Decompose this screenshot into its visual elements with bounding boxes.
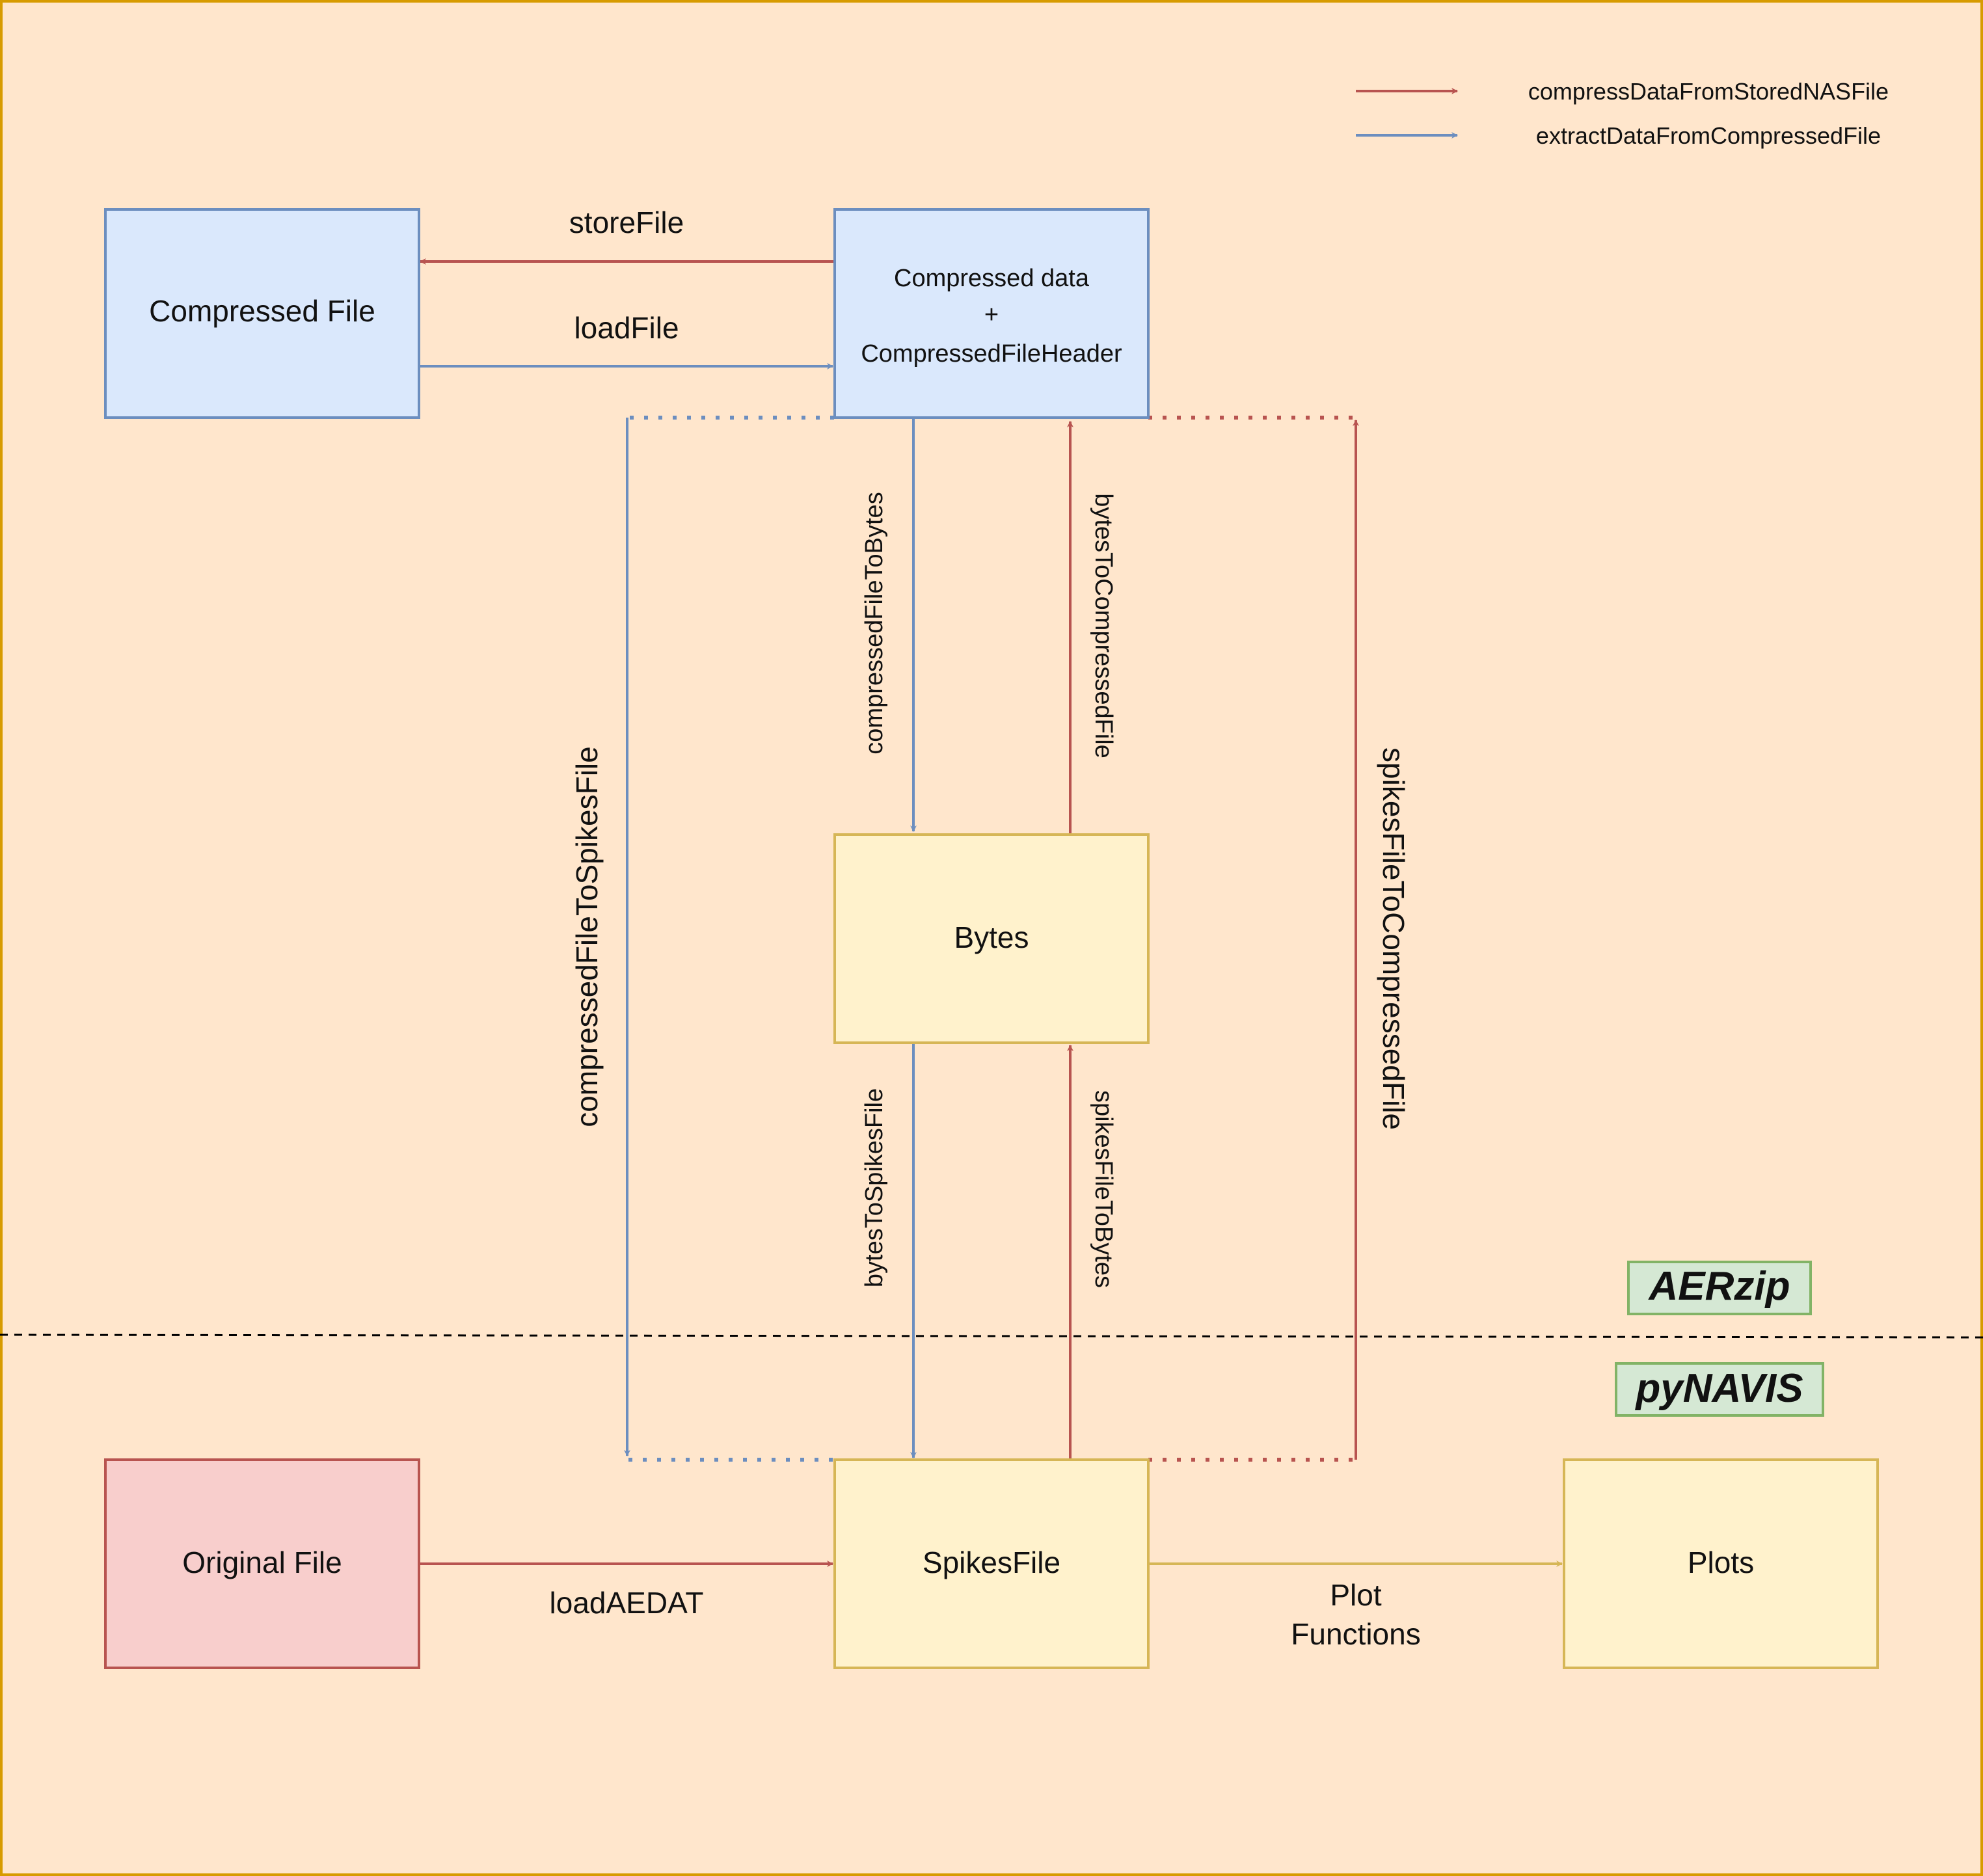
edge-label-plot-functions-2: Functions <box>1291 1617 1420 1651</box>
edge-label-compressed-file-to-bytes: compressedFileToBytes <box>861 492 888 754</box>
node-spikes-file: SpikesFile <box>833 1458 1150 1669</box>
layer-tag-pynavis-label: pyNAVIS <box>1634 1366 1803 1411</box>
node-original-file-label: Original File <box>182 1546 342 1579</box>
node-plots: Plots <box>1563 1458 1879 1669</box>
node-compressed-data: Compressed data + CompressedFileHeader <box>833 208 1150 419</box>
edge-label-plot-functions-1: Plot <box>1330 1578 1381 1612</box>
legend-compress-label: compressDataFromStoredNASFile <box>1528 78 1889 105</box>
legend-extract-label: extractDataFromCompressedFile <box>1536 122 1881 149</box>
edge-label-compressed-file-to-spikes-file: compressedFileToSpikesFile <box>570 746 604 1127</box>
node-compressed-data-label-2: + <box>984 301 999 328</box>
edge-compressed-file-to-spikes-file <box>624 416 834 1462</box>
node-original-file: Original File <box>104 1458 420 1669</box>
edge-label-spikes-file-to-compressed-file: spikesFileToCompressedFile <box>1377 747 1410 1130</box>
edge-label-load-aedat: loadAEDAT <box>550 1586 704 1620</box>
edge-label-bytes-to-compressed-file: bytesToCompressedFile <box>1090 493 1117 758</box>
edge-label-store-file: storeFile <box>569 206 684 239</box>
node-compressed-file-label: Compressed File <box>149 294 375 328</box>
node-compressed-data-label-3: CompressedFileHeader <box>861 340 1122 368</box>
node-compressed-data-label-1: Compressed data <box>894 265 1090 292</box>
node-bytes: Bytes <box>833 833 1150 1044</box>
edge-label-load-file: loadFile <box>574 311 679 345</box>
layer-tag-aerzip: AERzip <box>1627 1261 1812 1315</box>
layer-separator <box>0 1333 1983 1339</box>
layer-tag-aerzip-label: AERzip <box>1648 1264 1790 1309</box>
edge-label-spikes-file-to-bytes: spikesFileToBytes <box>1090 1090 1117 1288</box>
edge-spikes-file-to-compressed-file <box>1148 416 1359 1462</box>
node-spikes-file-label: SpikesFile <box>923 1546 1060 1579</box>
layer-tag-pynavis: pyNAVIS <box>1615 1362 1824 1417</box>
node-compressed-file: Compressed File <box>104 208 420 419</box>
node-bytes-label: Bytes <box>954 920 1029 954</box>
node-plots-label: Plots <box>1688 1546 1754 1579</box>
legend: compressDataFromStoredNASFile extractDat… <box>1356 78 1889 149</box>
edge-label-bytes-to-spikes-file: bytesToSpikesFile <box>861 1088 888 1287</box>
